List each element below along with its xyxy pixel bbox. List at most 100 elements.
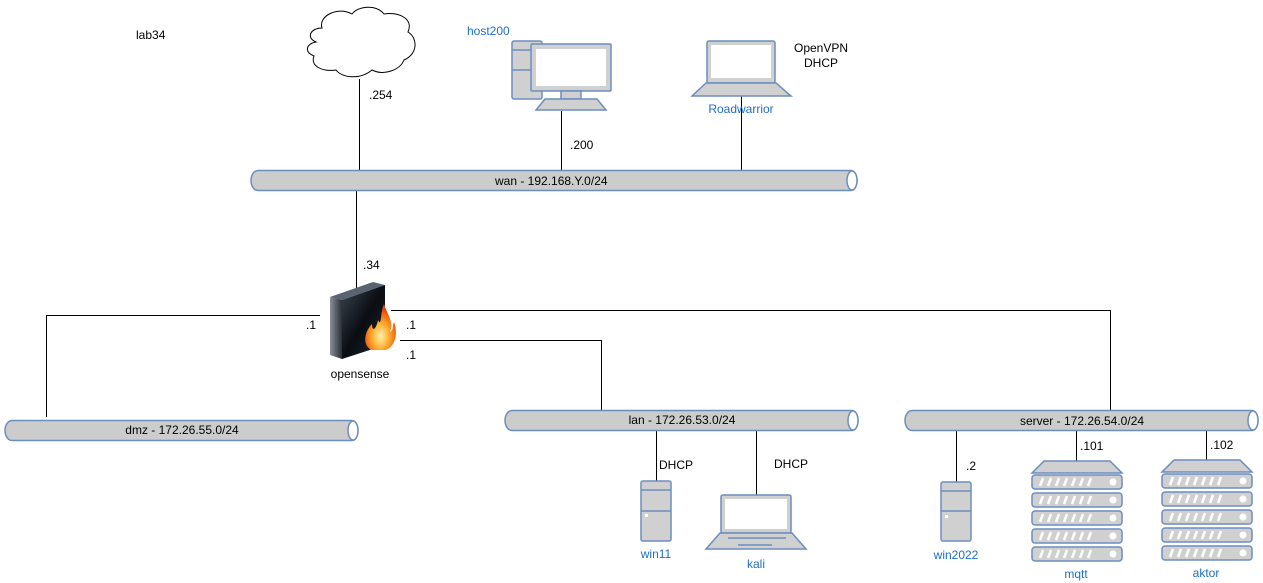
rack-vent: [1070, 549, 1077, 559]
rack-vent: [1184, 530, 1191, 540]
rack-vent: [1200, 548, 1207, 558]
rack-unit: [1031, 474, 1123, 490]
kali-label[interactable]: kali: [746, 557, 766, 571]
mqtt-ip-label: .101: [1080, 439, 1104, 453]
host200-ip-label: .200: [570, 138, 594, 152]
rack-vent: [1054, 495, 1061, 505]
dmz-bus-label: dmz - 172.26.55.0/24: [125, 423, 239, 437]
rack-vent: [1038, 477, 1045, 487]
roadwarrior-note-dhcp: DHCP: [803, 56, 839, 70]
rack-vent: [1208, 512, 1215, 522]
rack-vent: [1176, 530, 1183, 540]
rack-vent: [1192, 494, 1199, 504]
rack-unit: [1031, 510, 1123, 526]
rack-vent: [1078, 477, 1085, 487]
rack-vent: [1192, 548, 1199, 558]
internet-ip-label: .254: [369, 88, 393, 102]
win2022-label[interactable]: win2022: [933, 548, 979, 562]
pc-tower-icon: [640, 480, 672, 542]
rack-led: [1239, 477, 1247, 485]
firewall-dmz-ip-label: .1: [306, 318, 317, 332]
rack-vent: [1192, 530, 1199, 540]
rack-led: [1239, 495, 1247, 503]
rack-vent: [1168, 476, 1175, 486]
server-rack-icon: [1030, 460, 1124, 562]
rack-vent: [1070, 513, 1077, 523]
rack-vent: [1176, 548, 1183, 558]
mqtt-label[interactable]: mqtt: [1064, 567, 1088, 581]
rack-vent: [1046, 477, 1053, 487]
server-bus: [904, 409, 1259, 432]
win11-ip-label: DHCP: [659, 458, 694, 472]
rack-vent: [1216, 476, 1223, 486]
rack-vent: [1062, 531, 1069, 541]
firewall-wan-ip-label: .34: [363, 258, 380, 272]
link-firewall-dmz: [46, 315, 320, 417]
rack-vent: [1216, 494, 1223, 504]
rack-unit: [1031, 528, 1123, 544]
laptop-icon: [690, 40, 794, 97]
rack-vent: [1062, 549, 1069, 559]
rack-vent: [1078, 531, 1085, 541]
rack-unit: [1161, 491, 1253, 507]
wan-bus-label: wan - 192.168.Y.0/24: [495, 174, 608, 188]
rack-led: [1109, 478, 1117, 486]
rack-vent: [1070, 495, 1077, 505]
rack-vent: [1054, 477, 1061, 487]
rack-vent: [1216, 548, 1223, 558]
rack-vent: [1184, 494, 1191, 504]
rack-vent: [1176, 476, 1183, 486]
rack-unit: [1161, 527, 1253, 543]
rack-led: [1109, 514, 1117, 522]
rack-vent: [1086, 513, 1093, 523]
rack-vent: [1168, 530, 1175, 540]
rack-led: [1109, 496, 1117, 504]
rack-vent: [1054, 531, 1061, 541]
link-firewall-server: [391, 310, 1111, 410]
rack-vent: [1208, 530, 1215, 540]
dmz-bus: [4, 419, 359, 442]
rack-vent: [1208, 548, 1215, 558]
rack-vent: [1070, 531, 1077, 541]
firewall-server-ip-label: .1: [406, 318, 417, 332]
rack-unit: [1031, 546, 1123, 562]
kali-ip-label: DHCP: [774, 457, 809, 471]
rack-vent: [1200, 530, 1207, 540]
rack-vent: [1070, 477, 1077, 487]
workstation-icon: [511, 40, 612, 111]
connection-lines: [46, 79, 1207, 495]
rack-vent: [1200, 512, 1207, 522]
rack-vent: [1168, 494, 1175, 504]
firewall-icon: [330, 282, 396, 359]
win11-label[interactable]: win11: [640, 547, 672, 561]
rack-vent: [1062, 477, 1069, 487]
rack-vent: [1054, 513, 1061, 523]
rack-vent: [1038, 495, 1045, 505]
server-bus-label: server - 172.26.54.0/24: [1019, 414, 1145, 428]
rack-vent: [1086, 477, 1093, 487]
rack-vent: [1192, 512, 1199, 522]
aktor-label[interactable]: aktor: [1192, 566, 1220, 580]
roadwarrior-label[interactable]: Roadwarrior: [708, 102, 774, 116]
rack-unit: [1161, 473, 1253, 489]
rack-vent: [1086, 495, 1093, 505]
lan-bus: [504, 409, 859, 432]
wan-bus: [250, 169, 858, 192]
pc-tower-icon: [940, 481, 972, 542]
rack-top: [1030, 460, 1124, 474]
rack-vent: [1168, 548, 1175, 558]
host200-label[interactable]: host200: [467, 24, 510, 38]
rack-vent: [1078, 549, 1085, 559]
firewall-label[interactable]: opensense: [330, 367, 390, 381]
rack-unit: [1161, 545, 1253, 561]
rack-vent: [1086, 549, 1093, 559]
lan-bus-label: lan - 172.26.53.0/24: [628, 413, 736, 427]
rack-vent: [1184, 548, 1191, 558]
aktor-ip-label: .102: [1210, 438, 1234, 452]
rack-vent: [1184, 512, 1191, 522]
rack-vent: [1176, 512, 1183, 522]
rack-vent: [1168, 512, 1175, 522]
rack-led: [1239, 531, 1247, 539]
win2022-ip-label: .2: [966, 459, 977, 473]
rack-vent: [1046, 549, 1053, 559]
